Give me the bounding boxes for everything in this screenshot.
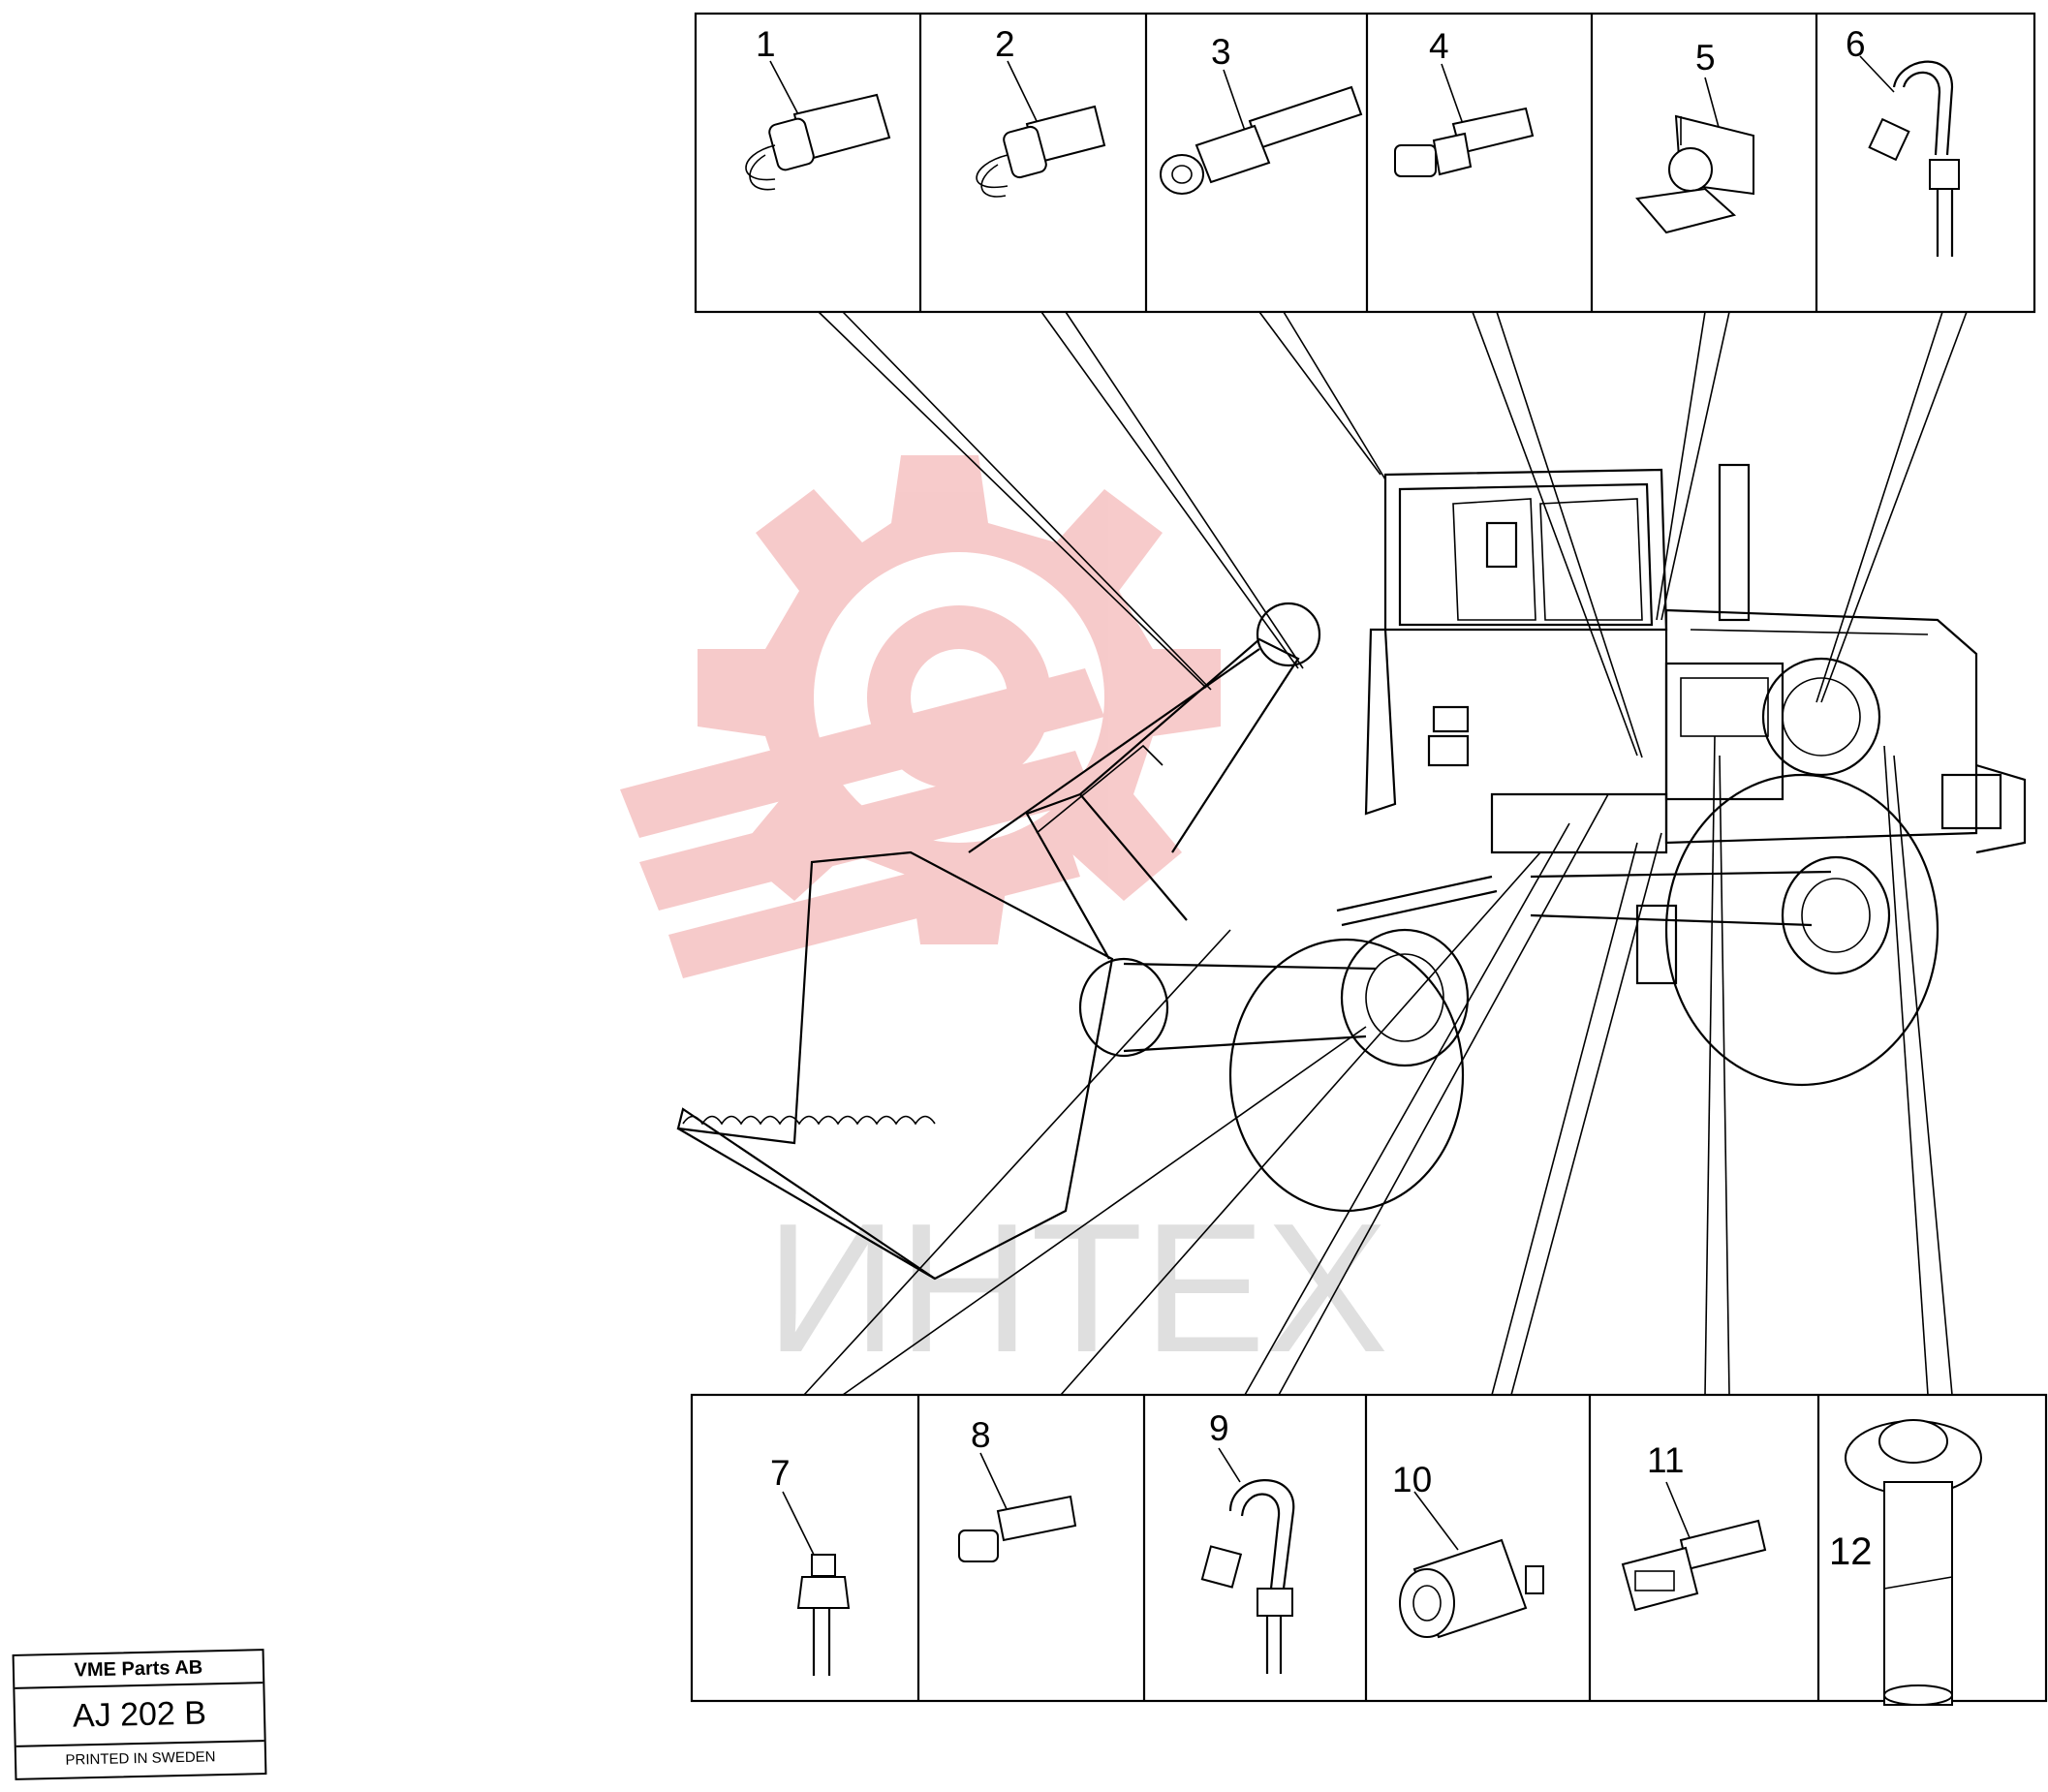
title-stamp: VME Parts AB AJ 202 B PRINTED IN SWEDEN: [12, 1649, 267, 1780]
callout-11: 11: [1647, 1440, 1684, 1480]
callout-12: 12: [1829, 1530, 1873, 1573]
part-7-sensor: [782, 1491, 851, 1676]
callout-10: 10: [1392, 1460, 1432, 1499]
stamp-code: AJ 202 B: [15, 1684, 264, 1747]
part-12-sender: [1845, 1419, 1982, 1706]
top-callout-row: [694, 12, 2036, 314]
part-4-sensor: [1394, 63, 1535, 177]
leader-lines-top: [818, 311, 1968, 758]
watermark-logo: [620, 455, 1221, 978]
callout-6: 6: [1846, 24, 1866, 64]
callout-4: 4: [1429, 26, 1449, 66]
part-10-switch: [1399, 1491, 1544, 1639]
part-11-sensor: [1621, 1481, 1767, 1612]
wheel-loader: [676, 463, 2027, 1281]
part-3-switch: [1160, 69, 1363, 195]
callout-9: 9: [1209, 1408, 1229, 1448]
callout-7: 7: [770, 1453, 791, 1493]
part-2-sensor: [976, 60, 1106, 198]
stamp-company: VME Parts AB: [14, 1651, 264, 1689]
callout-1: 1: [756, 24, 776, 64]
callout-5: 5: [1695, 38, 1716, 77]
bottom-callout-row: [690, 1393, 2048, 1703]
part-9-sensor: [1200, 1447, 1295, 1674]
callout-3: 3: [1211, 32, 1231, 72]
part-6-sensor: [1859, 55, 1960, 257]
part-1-sensor: [745, 60, 891, 191]
stamp-printed: PRINTED IN SWEDEN: [65, 1748, 216, 1769]
part-8-sensor: [958, 1452, 1077, 1562]
watermark-text: ИНТЕХ: [765, 1186, 1388, 1391]
leader-lines-bottom: [803, 735, 1953, 1396]
callout-8: 8: [971, 1415, 991, 1455]
callout-2: 2: [995, 24, 1015, 64]
part-5-sensor: [1635, 77, 1754, 234]
